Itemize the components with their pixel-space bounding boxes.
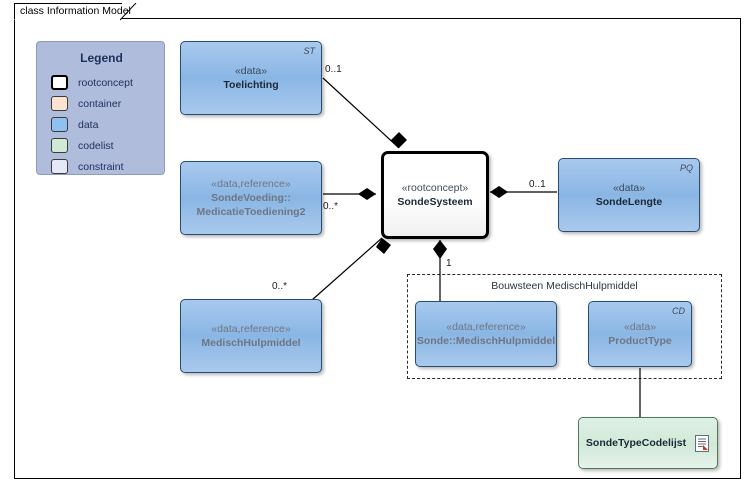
class-stereotype-sondelengte: «data» [612, 182, 646, 194]
class-name-sonde-medischhulpmiddel: Sonde::MedischHulpmiddel [416, 335, 556, 347]
legend-item-rootconcept: rootconcept [51, 73, 161, 92]
legend-swatch-constraint [51, 159, 68, 174]
legend-item-data: data [51, 115, 161, 134]
legend-label-container: container [78, 97, 122, 110]
class-sondevoeding-medicatietoediening2[interactable]: «data,reference» SondeVoeding:: Medicati… [180, 161, 322, 235]
class-stereotype-sonde-medischhulpmiddel: «data,reference» [446, 321, 526, 333]
multiplicity-sondelengte: 0..1 [529, 179, 546, 190]
class-sondetypecodelijst[interactable]: SondeTypeCodelijst [578, 417, 718, 469]
class-sondesysteem[interactable]: «rootconcept» SondeSysteem [381, 151, 489, 239]
class-tag-toelichting: ST [303, 46, 315, 56]
class-name-sondelengte: SondeLengte [595, 196, 663, 208]
class-name-producttype: ProductType [608, 335, 672, 347]
class-name-toelichting: Toelichting [223, 79, 279, 91]
class-stereotype-sondesysteem: «rootconcept» [401, 182, 469, 194]
legend-panel: Legend rootconcept container data codeli… [36, 41, 165, 175]
class-name-sondesysteem: SondeSysteem [397, 196, 473, 208]
class-sondelengte[interactable]: PQ «data» SondeLengte [558, 158, 700, 232]
legend-swatch-rootconcept [51, 75, 68, 90]
class-sonde-medischhulpmiddel[interactable]: «data,reference» Sonde::MedischHulpmidde… [415, 301, 557, 367]
legend-item-constraint: constraint [51, 157, 161, 176]
legend-swatch-codelist [51, 138, 68, 153]
class-medischhulpmiddel[interactable]: «data,reference» MedischHulpmiddel [180, 299, 322, 373]
multiplicity-bouwsteen: 1 [446, 258, 452, 269]
legend-label-rootconcept: rootconcept [78, 76, 133, 89]
class-tag-sondelengte: PQ [679, 163, 693, 173]
class-name-sondetypecodelijst: SondeTypeCodelijst [585, 437, 687, 449]
diagram-title-tab [14, 3, 122, 20]
document-icon [695, 434, 710, 452]
class-tag-producttype: CD [672, 306, 685, 316]
class-stereotype-medischhulpmiddel: «data,reference» [211, 323, 291, 335]
multiplicity-medischhulpmiddel: 0..* [272, 281, 288, 292]
class-toelichting[interactable]: ST «data» Toelichting [180, 41, 322, 115]
class-name-sondevoeding-line2: MedicatieToediening2 [196, 206, 306, 218]
legend-title: Legend [80, 51, 123, 65]
multiplicity-sondevoeding: 0..* [323, 201, 339, 212]
legend-label-constraint: constraint [78, 160, 124, 173]
class-stereotype-producttype: «data» [623, 321, 657, 333]
multiplicity-toelichting: 0..1 [325, 64, 342, 75]
class-name-medischhulpmiddel: MedischHulpmiddel [201, 337, 301, 349]
legend-label-codelist: codelist [78, 139, 114, 152]
title-tab-slash-icon [120, 3, 138, 21]
legend-label-data: data [78, 118, 99, 131]
class-stereotype-sondevoeding: «data,reference» [211, 178, 291, 190]
package-bouwsteen-medischhulpmiddel[interactable] [407, 274, 722, 379]
class-name-sondevoeding-line1: SondeVoeding:: [211, 192, 291, 204]
legend-swatch-container [51, 96, 68, 111]
class-producttype[interactable]: CD «data» ProductType [588, 301, 692, 367]
package-label: Bouwsteen MedischHulpmiddel [491, 280, 638, 292]
legend-item-codelist: codelist [51, 136, 161, 155]
legend-item-container: container [51, 94, 161, 113]
class-stereotype-toelichting: «data» [234, 65, 268, 77]
diagram-title: class Information Model [20, 5, 131, 17]
legend-swatch-data [51, 117, 68, 132]
